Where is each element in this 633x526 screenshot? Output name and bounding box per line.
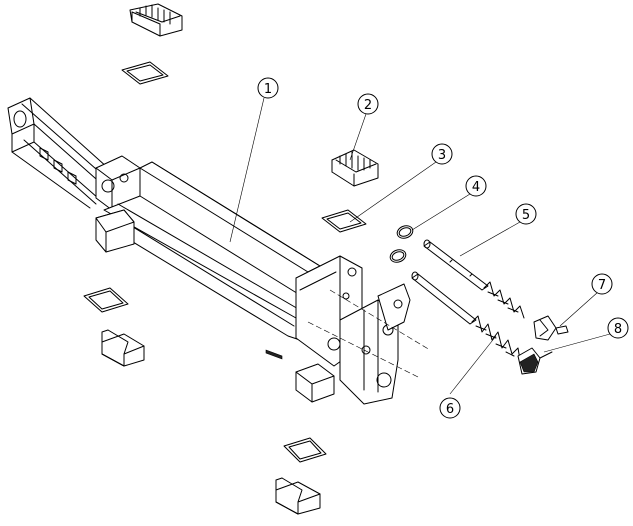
callout-3: 3: [431, 143, 453, 165]
pin-shaft-item-5: [423, 239, 489, 291]
callout-label: 8: [614, 322, 622, 337]
knob-item-8: [517, 347, 553, 375]
callout-1: 1: [257, 77, 279, 99]
callout-7: 7: [591, 273, 613, 295]
callout-label: 1: [264, 82, 272, 97]
wear-plate-item-3: [321, 209, 367, 233]
spring-upper: [483, 281, 525, 319]
callout-4: 4: [465, 175, 487, 197]
wear-block-front: [295, 363, 335, 403]
wear-pad-clip-left: [101, 329, 145, 367]
callout-label: 5: [522, 208, 530, 223]
wear-block-left: [95, 209, 135, 233]
wear-plate-top: [121, 61, 169, 85]
callout-label: 7: [598, 278, 606, 293]
wear-pad-clip-bottom: [275, 477, 321, 515]
o-ring-item-4: [389, 225, 414, 263]
callout-label: 4: [472, 180, 480, 195]
callout-2: 2: [357, 93, 379, 115]
pin-shaft-item-6: [411, 271, 477, 325]
callout-label: 2: [364, 98, 372, 113]
main-boom-body: [7, 97, 431, 405]
leader-lines: [229, 97, 611, 395]
callout-8: 8: [607, 317, 629, 339]
callout-5: 5: [515, 203, 537, 225]
spring-item-6: [471, 315, 521, 361]
callout-label: 3: [438, 148, 446, 163]
wear-plate-left: [83, 287, 129, 313]
callout-label: 6: [446, 402, 454, 417]
latch-knob-item-7: [533, 315, 569, 341]
wear-plate-bottom: [283, 437, 327, 463]
wear-pad-clip-item-2: [331, 149, 379, 187]
wear-pad-clip-top: [129, 3, 183, 37]
callout-6: 6: [439, 397, 461, 419]
